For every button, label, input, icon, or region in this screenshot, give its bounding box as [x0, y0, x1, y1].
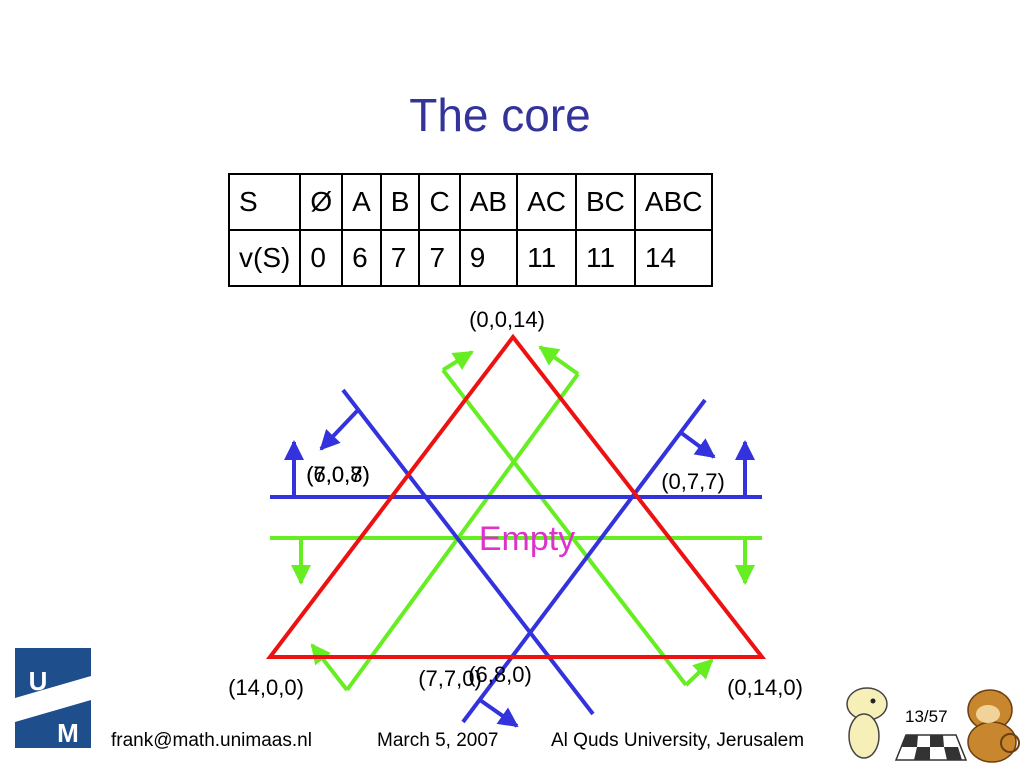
coalition-value-table: S Ø A B C AB AC BC ABC v(S) 0 6 7 7 9 11… — [227, 173, 714, 287]
blue-arrow — [319, 408, 360, 451]
table-cell: ABC — [633, 173, 714, 231]
table-cell: 0 — [299, 229, 344, 287]
point-label: (6,8,0) — [468, 662, 532, 687]
point-label: (7,0,7) — [306, 462, 370, 487]
table-cell: BC — [574, 173, 636, 231]
table-cell: B — [379, 173, 421, 231]
green-arrow — [684, 658, 714, 687]
slide-number: 13/57 — [905, 707, 948, 726]
blue-line-right — [461, 398, 707, 724]
blue-arrow — [478, 698, 519, 728]
table-cell: 7 — [418, 229, 461, 287]
green-line-left — [441, 368, 688, 687]
empty-core-label: Empty — [479, 520, 575, 558]
table-cell: 14 — [633, 229, 714, 287]
table-cell: 11 — [574, 229, 636, 287]
table-cell: S — [227, 173, 302, 231]
logo-letter-u: U — [29, 666, 48, 696]
green-constraints — [270, 345, 762, 692]
point-label: (6,0,8) — [306, 462, 370, 487]
um-logo: U M — [15, 648, 91, 748]
vertex-label-right: (0,14,0) — [727, 675, 803, 700]
table-cell: 6 — [341, 229, 382, 287]
table-cell: 11 — [516, 229, 577, 287]
table-cell: 9 — [458, 229, 519, 287]
point-label: (0,7,7) — [661, 469, 725, 494]
footer-venue: Al Quds University, Jerusalem — [551, 730, 805, 751]
slide-title: The core — [409, 89, 591, 141]
chessboard-icon — [894, 734, 968, 761]
table-cell: 7 — [379, 229, 421, 287]
logo-letter-m: M — [57, 718, 79, 748]
green-line-right — [345, 372, 580, 692]
footer-email: frank@math.unimaas.nl — [111, 730, 312, 751]
blue-arrow — [678, 430, 716, 459]
green-arrow — [538, 345, 580, 376]
blue-constraints — [270, 388, 762, 728]
table-cell: AC — [516, 173, 577, 231]
table-cell: C — [418, 173, 461, 231]
cartoon-monkey — [967, 689, 1020, 763]
footer-date: March 5, 2007 — [377, 730, 499, 751]
table-row-values: v(S) 0 6 7 7 9 11 11 14 — [227, 229, 714, 287]
green-arrow — [441, 350, 474, 372]
imputation-triangle — [265, 333, 767, 659]
table-cell: v(S) — [227, 229, 302, 287]
table-row-coalitions: S Ø A B C AB AC BC ABC — [227, 173, 714, 231]
table-cell: A — [341, 173, 382, 231]
green-arrow — [310, 643, 349, 692]
cartoon-figure-left — [846, 687, 888, 759]
vertex-label-top: (0,0,14) — [469, 307, 545, 332]
vertex-label-left: (14,0,0) — [228, 675, 304, 700]
point-label: (7,7,0) — [418, 666, 482, 691]
table-cell: AB — [458, 173, 519, 231]
table-cell: Ø — [299, 173, 344, 231]
blue-line-left — [341, 388, 595, 716]
